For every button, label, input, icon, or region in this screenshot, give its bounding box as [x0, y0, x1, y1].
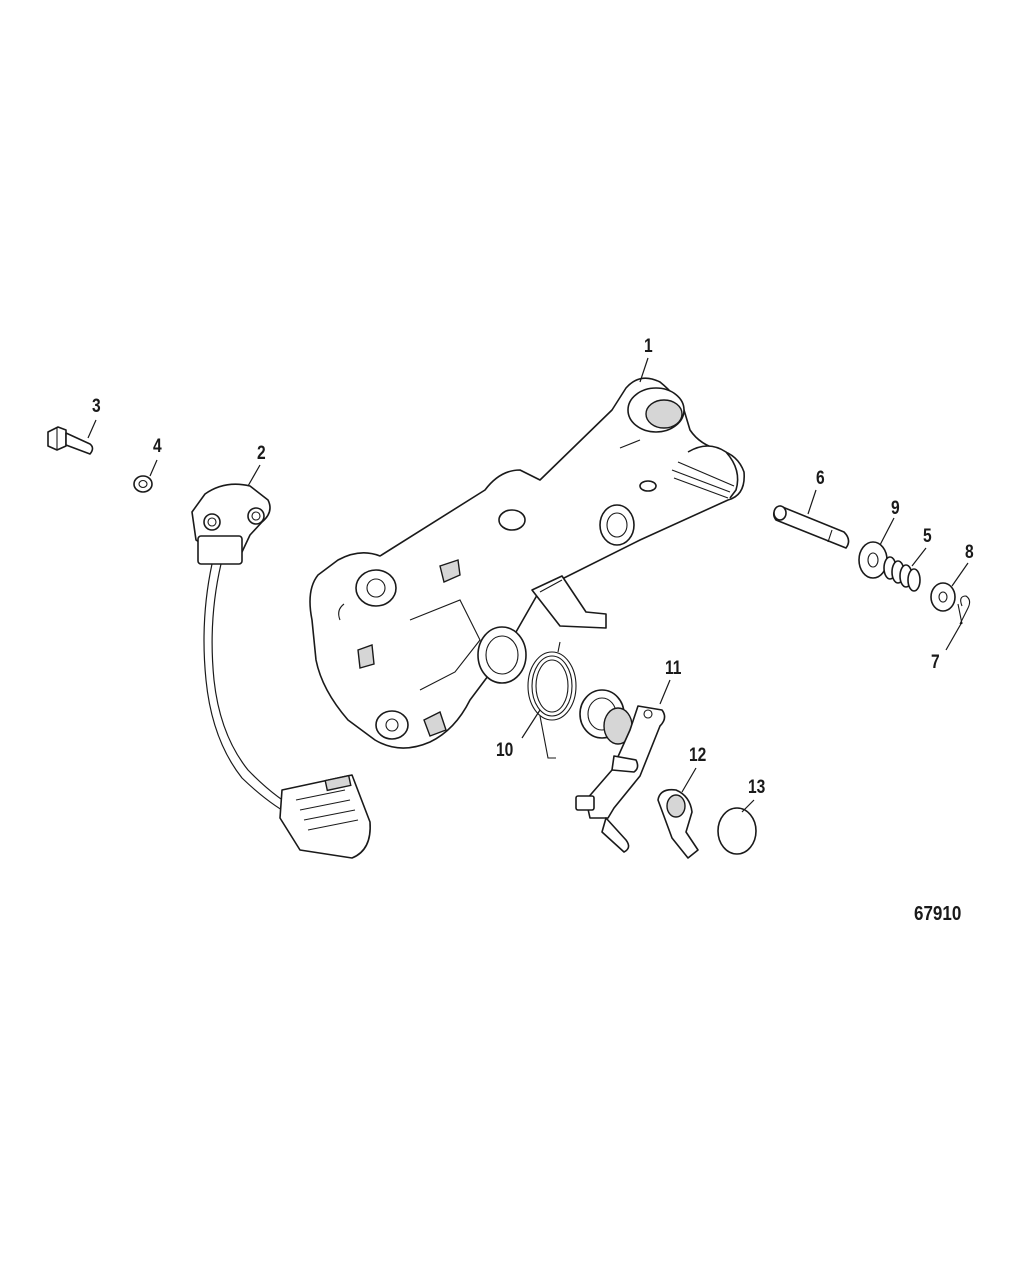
callout-11: 11: [665, 658, 682, 679]
callout-8: 8: [965, 542, 974, 563]
callout-1: 1: [644, 336, 653, 357]
part-2-sensor: [191, 483, 371, 859]
drawing-number: 67910: [914, 903, 962, 925]
callout-12: 12: [689, 745, 707, 766]
leader-lines: [87, 357, 969, 813]
callout-7: 7: [931, 652, 940, 673]
callout-5: 5: [923, 526, 932, 547]
part-9-washer: [858, 541, 888, 579]
callout-3: 3: [92, 396, 101, 417]
part-3-bolt: [47, 426, 94, 455]
callout-13: 13: [748, 777, 766, 798]
callout-4: 4: [153, 436, 162, 457]
part-7-cotter-pin: [957, 595, 971, 625]
part-1-bracket: [309, 377, 745, 749]
callout-2: 2: [257, 443, 266, 464]
part-12-link: [657, 788, 699, 859]
callout-6: 6: [816, 468, 825, 489]
callout-9: 9: [891, 498, 900, 519]
part-4-washer: [133, 475, 153, 493]
callout-10: 10: [496, 740, 514, 761]
part-6-shaft: [772, 505, 850, 549]
part-5-spring: [883, 556, 921, 592]
part-8-washer: [930, 582, 956, 612]
bracket-tab: [531, 575, 607, 629]
part-11-lever: [575, 689, 666, 853]
part-13-cap: [717, 807, 757, 855]
part-10-torsion-spring: [527, 641, 577, 759]
